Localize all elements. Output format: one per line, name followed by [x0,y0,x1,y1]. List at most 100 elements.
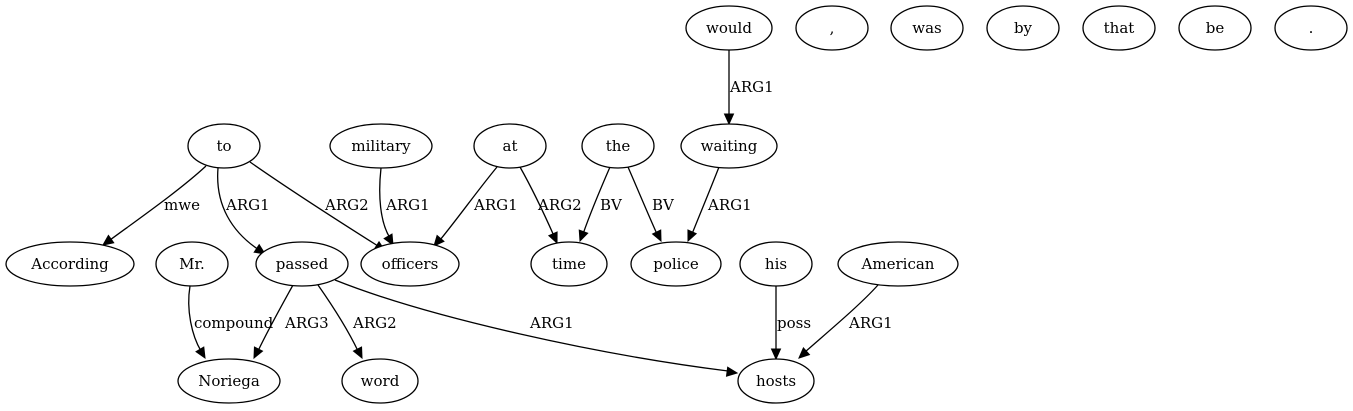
nodes-layer: would, was by that be. to military at the waiting… [5,5,1348,404]
node-word: word [341,358,419,404]
arrowhead-icon [253,243,267,255]
edge-line [439,166,498,241]
edge-line [519,166,555,237]
edge-line [109,165,207,241]
node-by: by [986,5,1060,51]
edge-passed-to-word: ARG2 [317,284,397,360]
edge-label: ARG1 [225,196,270,214]
edge-label: ARG2 [352,314,397,332]
edge-line [804,284,879,353]
node-ellipse [581,123,655,169]
node-label: word [361,372,400,390]
node-label: passed [276,255,329,273]
node-period: . [1274,5,1348,51]
edge-his-to-hosts: poss [770,286,811,361]
edge-label: ARG1 [473,196,518,214]
edge-passed-to-hosts: ARG1 [334,279,739,377]
arrowhead-icon [433,234,445,247]
node-ellipse [739,241,813,287]
node-label: According [30,255,109,273]
arrowhead-icon [651,229,662,243]
arrowhead-icon [578,229,589,243]
node-police: police [630,241,722,287]
edge-line [379,167,391,239]
edge-line [217,167,260,251]
edge-would-to-waiting: ARG1 [723,50,774,126]
node-noriega: Noriega [177,358,281,404]
edge-line [582,166,611,235]
node-american: American [837,241,959,287]
node-label: officers [382,255,439,273]
edge-label: compound [194,314,274,332]
node-ellipse [795,5,869,51]
arrowhead-icon [770,348,782,361]
node-ellipse [685,5,773,51]
arrowhead-icon [723,113,735,126]
node-ellipse [5,241,135,287]
node-label: military [351,137,411,155]
node-be: be [1178,5,1252,51]
node-ellipse [1178,5,1252,51]
edge-label: ARG1 [707,196,752,214]
node-according: According [5,241,135,287]
node-label: by [1014,19,1033,37]
node-ellipse [1274,5,1348,51]
node-at: at [473,123,547,169]
node-military: military [329,123,433,169]
node-officers: officers [360,241,460,287]
edge-at-to-officers: ARG1 [433,166,518,247]
node-label: police [653,255,699,273]
node-ellipse [1082,5,1156,51]
edge-line [627,166,658,235]
node-ellipse [255,241,349,287]
node-comma: , [795,5,869,51]
node-ellipse [837,241,959,287]
edge-line [317,284,359,352]
node-to: to [187,123,261,169]
arrowhead-icon [195,346,206,360]
arrowhead-icon [102,234,115,246]
node-ellipse [630,241,722,287]
node-the: the [581,123,655,169]
edge-label: ARG1 [529,314,574,332]
node-label: hosts [756,372,796,390]
node-label: time [552,255,586,273]
node-ellipse [341,358,419,404]
node-ellipse [890,5,964,51]
arrowhead-icon [352,346,363,360]
node-label: his [765,255,787,273]
edge-line [257,284,294,352]
node-label: at [503,137,518,155]
node-would: would [685,5,773,51]
node-ellipse [737,358,815,404]
edge-military-to-officers: ARG1 [379,167,430,247]
node-his: his [739,241,813,287]
edge-label: ARG1 [729,78,774,96]
node-label: , [830,19,835,37]
node-ellipse [986,5,1060,51]
node-that: that [1082,5,1156,51]
node-hosts: hosts [737,358,815,404]
node-label: the [606,137,631,155]
arrowhead-icon [687,229,698,243]
node-label: . [1309,19,1314,37]
edge-line [249,161,379,247]
edge-label: ARG2 [537,196,582,214]
edge-to-to-officers: ARG2 [249,161,387,252]
edge-label: ARG1 [385,196,430,214]
edge-label: mwe [164,196,200,214]
node-ellipse [360,241,460,287]
edge-mr-to-noriega: compound [188,285,274,360]
node-waiting: waiting [680,123,778,169]
node-label: be [1206,19,1225,37]
node-ellipse [329,123,433,169]
node-ellipse [530,241,608,287]
node-mr: Mr. [155,241,229,287]
node-label: to [216,137,231,155]
node-ellipse [473,123,547,169]
node-time: time [530,241,608,287]
node-label: was [912,19,941,37]
edge-passed-to-noriega: ARG3 [253,284,329,360]
edge-the-to-time: BV [578,166,623,243]
